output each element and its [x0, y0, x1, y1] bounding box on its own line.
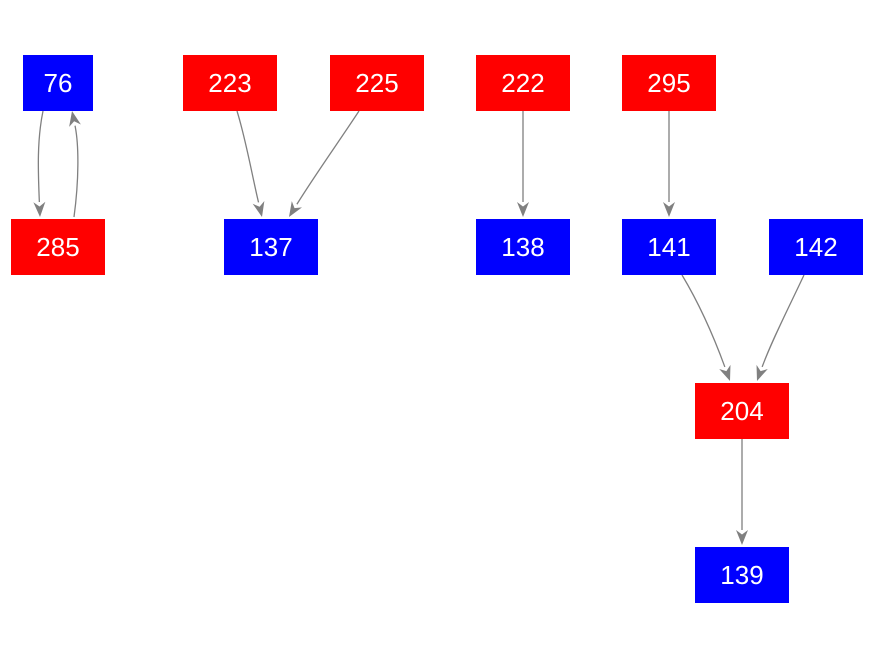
- node-label: 141: [647, 232, 690, 262]
- arrowhead-icon: [756, 364, 768, 381]
- edge-76-to-285: [33, 110, 46, 217]
- edge-223-to-137: [236, 110, 265, 217]
- node-139[interactable]: 139: [695, 547, 789, 603]
- node-285[interactable]: 285: [11, 219, 105, 275]
- arrowhead-icon: [663, 202, 675, 217]
- arrowhead-icon: [33, 201, 46, 217]
- nodes-layer: 76 285 223 225 137 222 138 295 141 142 204 139: [11, 55, 863, 603]
- node-box: [695, 383, 789, 439]
- node-label: 142: [794, 232, 837, 262]
- edge-295-to-141: [663, 111, 675, 217]
- arrowhead-icon: [69, 111, 81, 127]
- node-box: [769, 219, 863, 275]
- node-box: [11, 219, 105, 275]
- node-76[interactable]: 76: [23, 55, 93, 111]
- edge-204-to-139: [736, 438, 748, 545]
- node-label: 138: [501, 232, 544, 262]
- edge-225-to-137: [289, 110, 360, 217]
- node-box: [224, 219, 318, 275]
- node-box: [622, 219, 716, 275]
- arrowhead-icon: [252, 201, 265, 217]
- node-box: [622, 55, 716, 111]
- node-label: 137: [249, 232, 292, 262]
- node-box: [23, 55, 93, 111]
- node-label: 223: [208, 68, 251, 98]
- node-box: [330, 55, 424, 111]
- edge-285-to-76: [69, 111, 81, 218]
- node-295[interactable]: 295: [622, 55, 716, 111]
- edge-line: [73, 125, 79, 218]
- node-label: 139: [720, 560, 763, 590]
- node-label: 285: [36, 232, 79, 262]
- node-label: 76: [44, 68, 73, 98]
- node-225[interactable]: 225: [330, 55, 424, 111]
- node-138[interactable]: 138: [476, 219, 570, 275]
- node-142[interactable]: 142: [769, 219, 863, 275]
- node-box: [476, 219, 570, 275]
- node-204[interactable]: 204: [695, 383, 789, 439]
- node-label: 204: [720, 396, 763, 426]
- arrowhead-icon: [517, 202, 529, 217]
- node-141[interactable]: 141: [622, 219, 716, 275]
- edges-layer: [33, 110, 805, 545]
- node-label: 225: [355, 68, 398, 98]
- node-label: 222: [501, 68, 544, 98]
- node-box: [476, 55, 570, 111]
- edge-line: [236, 110, 260, 203]
- edge-line: [296, 110, 360, 205]
- node-box: [695, 547, 789, 603]
- edge-222-to-138: [517, 110, 529, 217]
- arrowhead-icon: [736, 530, 748, 545]
- node-box: [183, 55, 277, 111]
- node-222[interactable]: 222: [476, 55, 570, 111]
- edge-142-to-204: [756, 274, 805, 381]
- arrowhead-icon: [289, 201, 302, 217]
- arrowhead-icon: [719, 364, 731, 381]
- node-137[interactable]: 137: [224, 219, 318, 275]
- edge-line: [681, 274, 726, 368]
- edge-line: [761, 274, 805, 368]
- edge-141-to-204: [681, 274, 731, 381]
- node-label: 295: [647, 68, 690, 98]
- edge-line: [37, 110, 44, 203]
- node-223[interactable]: 223: [183, 55, 277, 111]
